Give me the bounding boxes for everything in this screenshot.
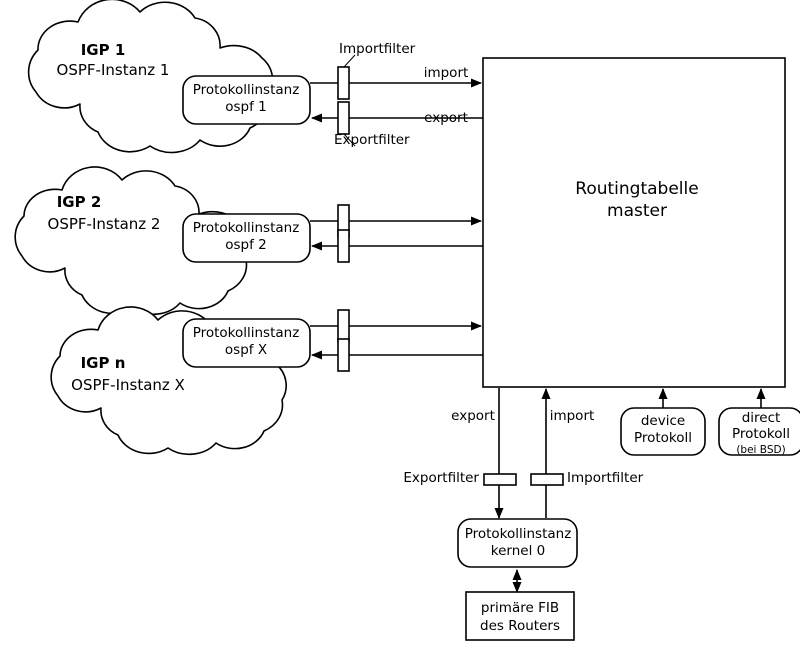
export-filter-box-2	[337, 229, 350, 263]
routing-table-box	[482, 57, 786, 388]
cloud-sublabel-igp-1: OSPF-Instanz 1	[56, 61, 170, 79]
cloud-label-igp-2: IGP 2	[56, 193, 102, 211]
export-filter-box-3	[337, 338, 350, 372]
import-flow-label-1: import	[423, 65, 469, 81]
kernel-export-filter-label: Exportfilter	[403, 470, 479, 486]
direct-protocol-sublabel: Protokoll	[731, 426, 791, 442]
protocol-instance-box-1	[182, 75, 311, 125]
kernel-export-filter-box	[483, 473, 517, 486]
device-protocol-sublabel: Protokoll	[633, 430, 693, 446]
device-protocol-box	[620, 407, 706, 456]
direct-protocol-note: (bei BSD)	[736, 444, 786, 456]
direct-protocol-box	[718, 407, 800, 456]
protocol-instance-label-1: Protokollinstanz	[192, 82, 300, 98]
fib-sublabel: des Routers	[480, 618, 560, 634]
protocol-instance-label-3: Protokollinstanz	[192, 325, 300, 341]
protocol-instance-sublabel-1: ospf 1	[225, 99, 267, 115]
cloud-sublabel-igp-n: OSPF-Instanz X	[71, 376, 185, 394]
cloud-igp-2	[14, 166, 251, 316]
kernel-import-flow-label: import	[549, 408, 595, 424]
protocol-instance-box-2	[182, 213, 311, 263]
fib-label: primäre FIB	[480, 600, 560, 616]
protocol-instance-sublabel-3: ospf X	[224, 342, 268, 358]
export-filter-label-1: Exportfilter	[334, 132, 410, 148]
import-filter-box-3	[337, 309, 350, 343]
import-filter-label-1: Importfilter	[339, 41, 416, 57]
routing-table-subtitle: master	[607, 201, 667, 221]
cloud-label-igp-n: IGP n	[80, 354, 126, 372]
kernel-export-flow-label: export	[451, 408, 495, 424]
export-filter-leader-1	[343, 133, 356, 147]
kernel-instance-sublabel: kernel 0	[490, 543, 546, 559]
protocol-instance-label-2: Protokollinstanz	[192, 220, 300, 236]
kernel-import-filter-label: Importfilter	[567, 470, 644, 486]
kernel-import-filter-box	[530, 473, 564, 486]
protocol-instance-sublabel-2: ospf 2	[225, 237, 267, 253]
direct-protocol-label: direct	[741, 410, 781, 426]
fib-box	[465, 591, 575, 641]
export-flow-label-1: export	[424, 110, 468, 126]
protocol-instance-box-3	[182, 318, 311, 368]
routing-table-title: Routingtabelle	[575, 179, 699, 199]
device-protocol-label: device	[640, 413, 686, 429]
cloud-sublabel-igp-2: OSPF-Instanz 2	[47, 215, 161, 233]
kernel-instance-label: Protokollinstanz	[464, 526, 572, 542]
kernel-instance-box	[457, 518, 578, 568]
cloud-label-igp-1: IGP 1	[80, 41, 126, 59]
import-filter-leader-1	[343, 54, 356, 68]
export-filter-box-1	[337, 101, 350, 135]
import-filter-box-1	[337, 66, 350, 100]
